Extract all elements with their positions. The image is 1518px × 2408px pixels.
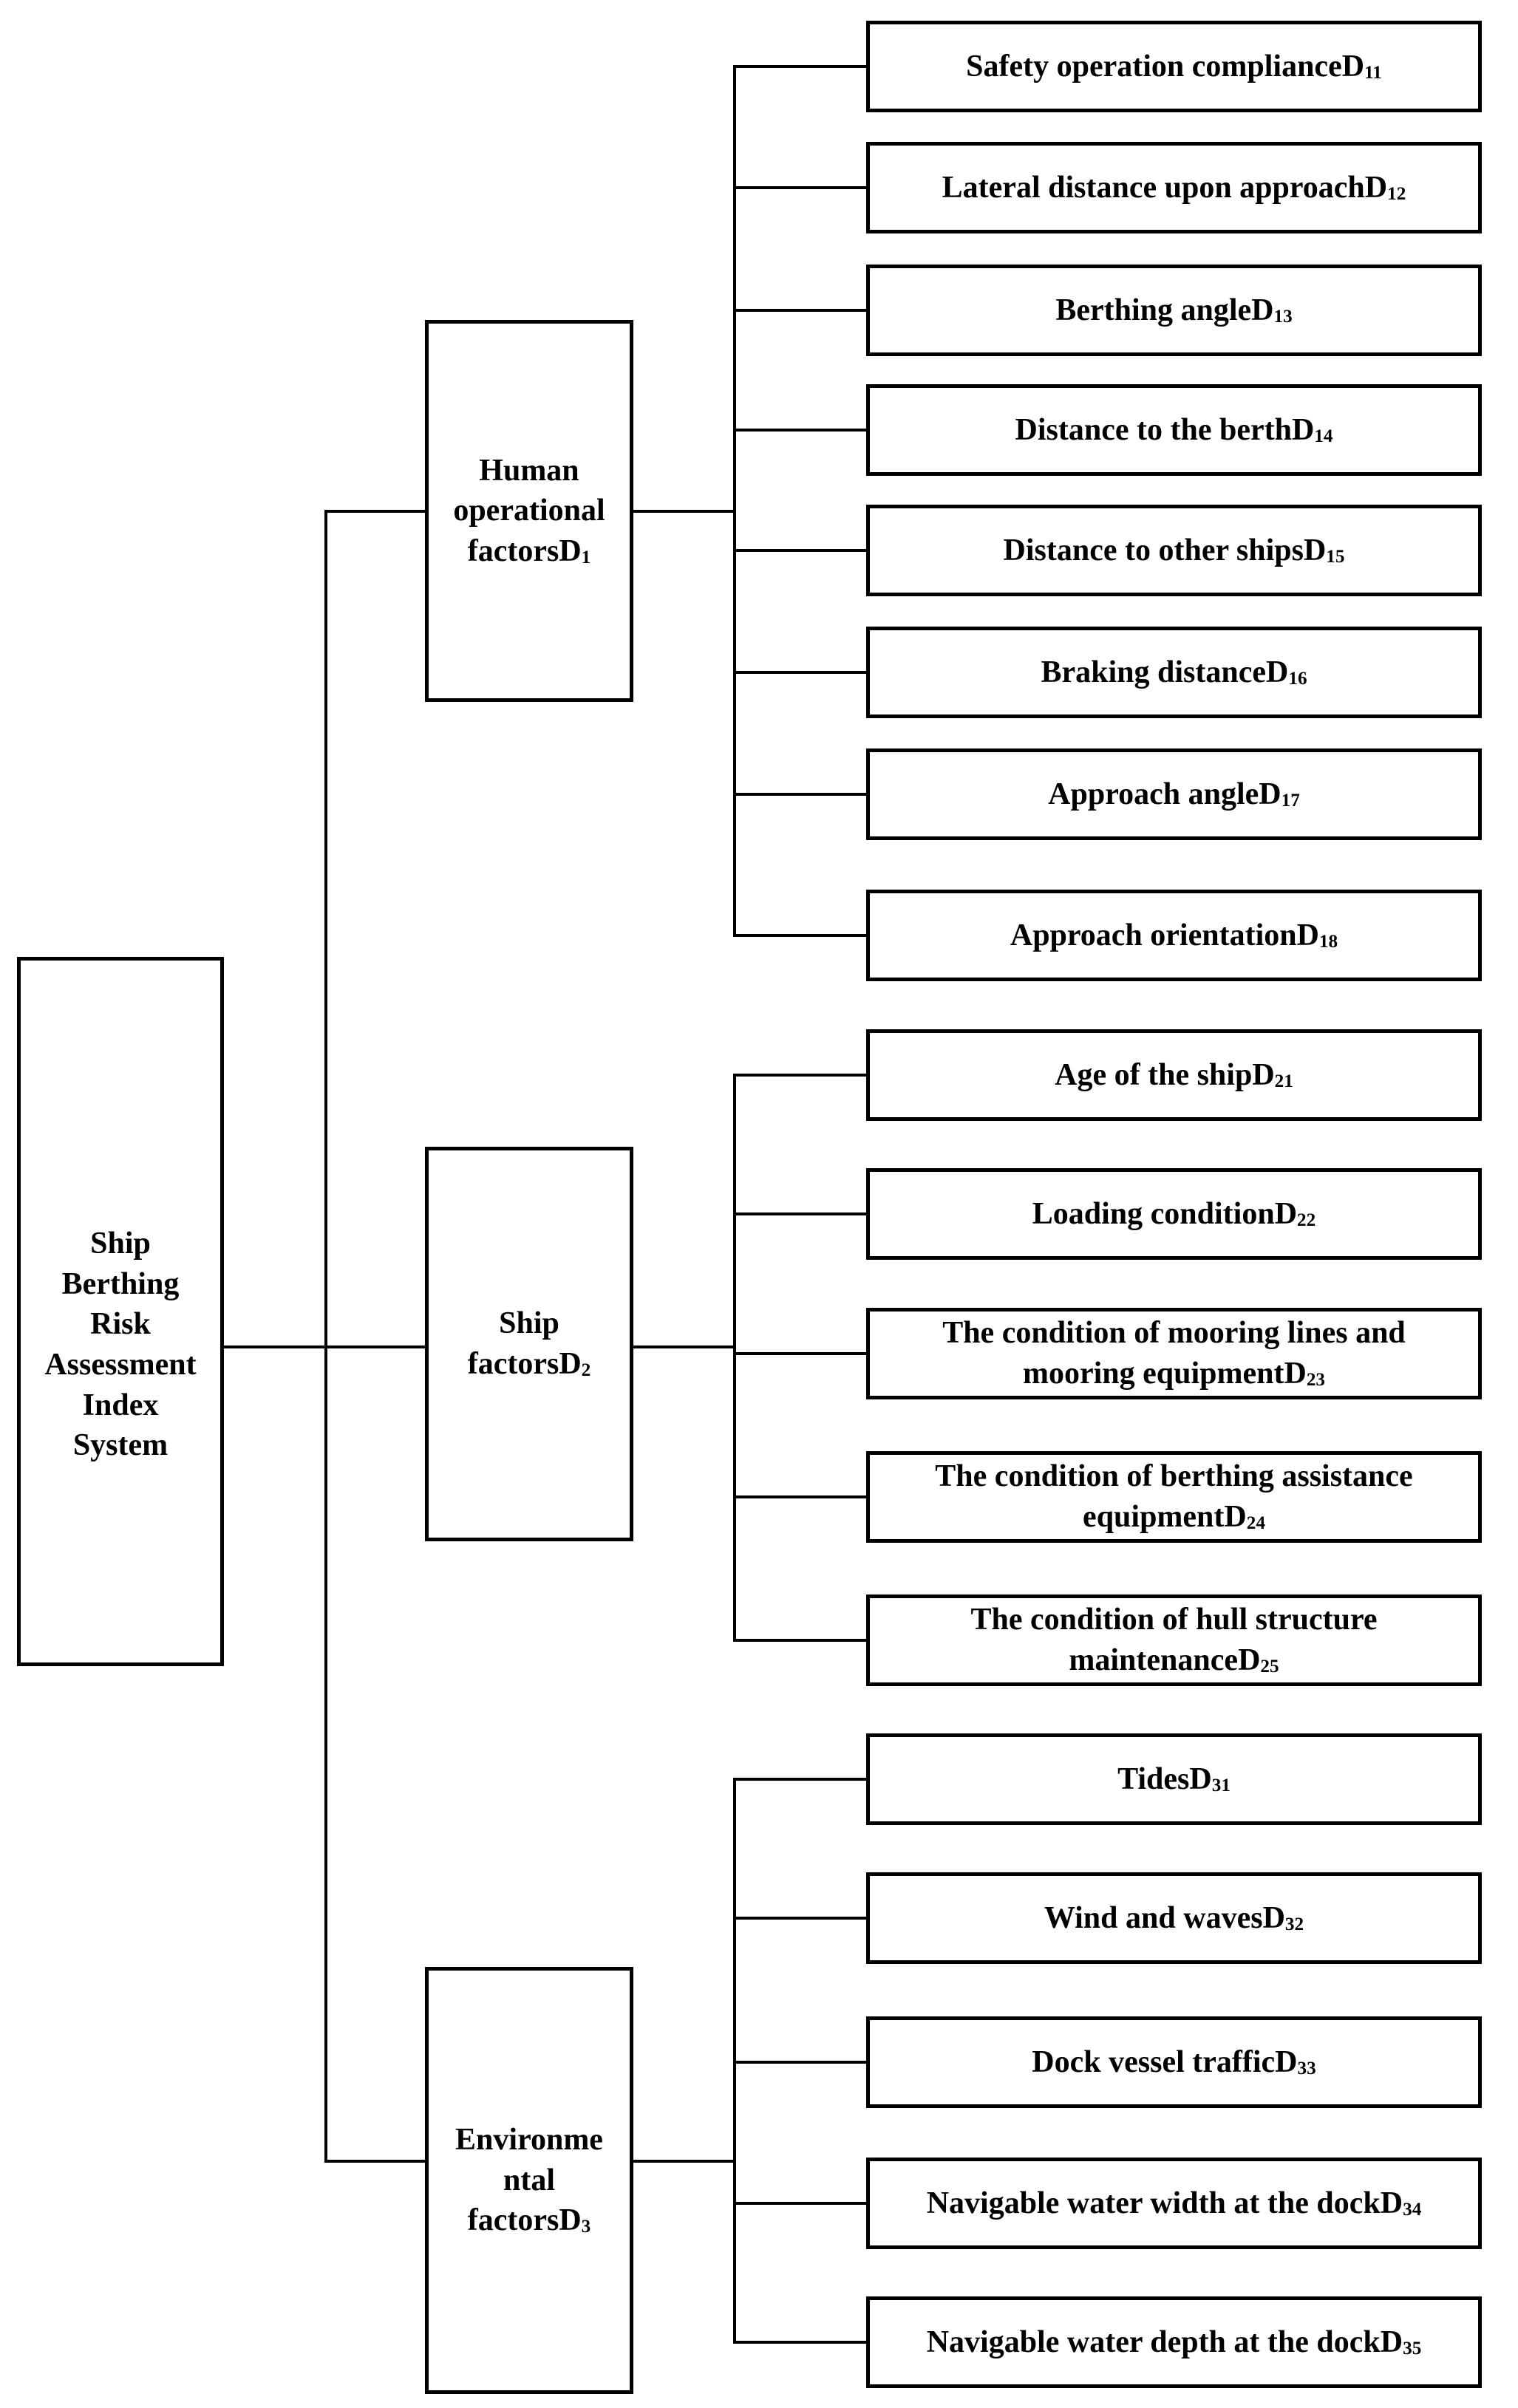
node-d12-label: Lateral distance upon approachD12 — [942, 170, 1406, 205]
node-d14-label: Distance to the berthD14 — [1015, 412, 1333, 447]
node-d15-label: Distance to other shipsD15 — [1003, 533, 1345, 567]
node-d23: The condition of mooring lines and moori… — [866, 1308, 1482, 1399]
node-d12: Lateral distance upon approachD12 — [866, 142, 1482, 233]
node-d15: Distance to other shipsD15 — [866, 505, 1482, 596]
node-d13-label: Berthing angleD13 — [1055, 293, 1293, 327]
node-d21: Age of the shipD21 — [866, 1029, 1482, 1121]
node-d17: Approach angleD17 — [866, 748, 1482, 840]
node-d25: The condition of hull structure maintena… — [866, 1594, 1482, 1686]
node-d35: Navigable water depth at the dockD35 — [866, 2296, 1482, 2388]
node-d18: Approach orientationD18 — [866, 890, 1482, 981]
node-d24-label: The condition of berthing assistance equ… — [935, 1459, 1413, 1534]
node-d31-label: TidesD31 — [1117, 1761, 1231, 1796]
node-d34-label: Navigable water width at the dockD34 — [926, 2186, 1422, 2220]
node-d11-label: Safety operation complianceD11 — [966, 49, 1382, 83]
node-root-label: Ship Berthing Risk Assessment Index Syst… — [44, 1227, 197, 1463]
node-d16-label: Braking distanceD16 — [1041, 655, 1307, 689]
node-d1: Human operational factorsD1 — [425, 320, 633, 702]
node-d33-label: Dock vessel trafficD33 — [1032, 2044, 1316, 2079]
node-d25-label: The condition of hull structure maintena… — [970, 1603, 1378, 1677]
node-d31: TidesD31 — [866, 1733, 1482, 1825]
node-d16: Braking distanceD16 — [866, 627, 1482, 718]
node-d32-label: Wind and wavesD32 — [1044, 1900, 1304, 1935]
node-d2-label: Ship factorsD2 — [467, 1306, 591, 1381]
node-d18-label: Approach orientationD18 — [1010, 918, 1338, 952]
node-d24: The condition of berthing assistance equ… — [866, 1451, 1482, 1543]
node-d3: Environme ntal factorsD3 — [425, 1967, 633, 2394]
node-d14: Distance to the berthD14 — [866, 384, 1482, 476]
connector-group — [220, 65, 869, 2344]
node-root: Ship Berthing Risk Assessment Index Syst… — [17, 957, 224, 1666]
node-d3-label: Environme ntal factorsD3 — [455, 2123, 603, 2238]
node-d1-label: Human operational factorsD1 — [453, 453, 605, 568]
node-d35-label: Navigable water depth at the dockD35 — [926, 2325, 1422, 2359]
node-d13: Berthing angleD13 — [866, 265, 1482, 356]
node-d22: Loading conditionD22 — [866, 1168, 1482, 1260]
node-d32: Wind and wavesD32 — [866, 1872, 1482, 1964]
node-d21-label: Age of the shipD21 — [1055, 1057, 1293, 1092]
node-d17-label: Approach angleD17 — [1048, 777, 1300, 811]
node-d34: Navigable water width at the dockD34 — [866, 2158, 1482, 2249]
node-d2: Ship factorsD2 — [425, 1147, 633, 1541]
node-d11: Safety operation complianceD11 — [866, 21, 1482, 112]
node-d23-label: The condition of mooring lines and moori… — [942, 1316, 1406, 1391]
node-d22-label: Loading conditionD22 — [1032, 1196, 1316, 1231]
node-d33: Dock vessel trafficD33 — [866, 2016, 1482, 2108]
